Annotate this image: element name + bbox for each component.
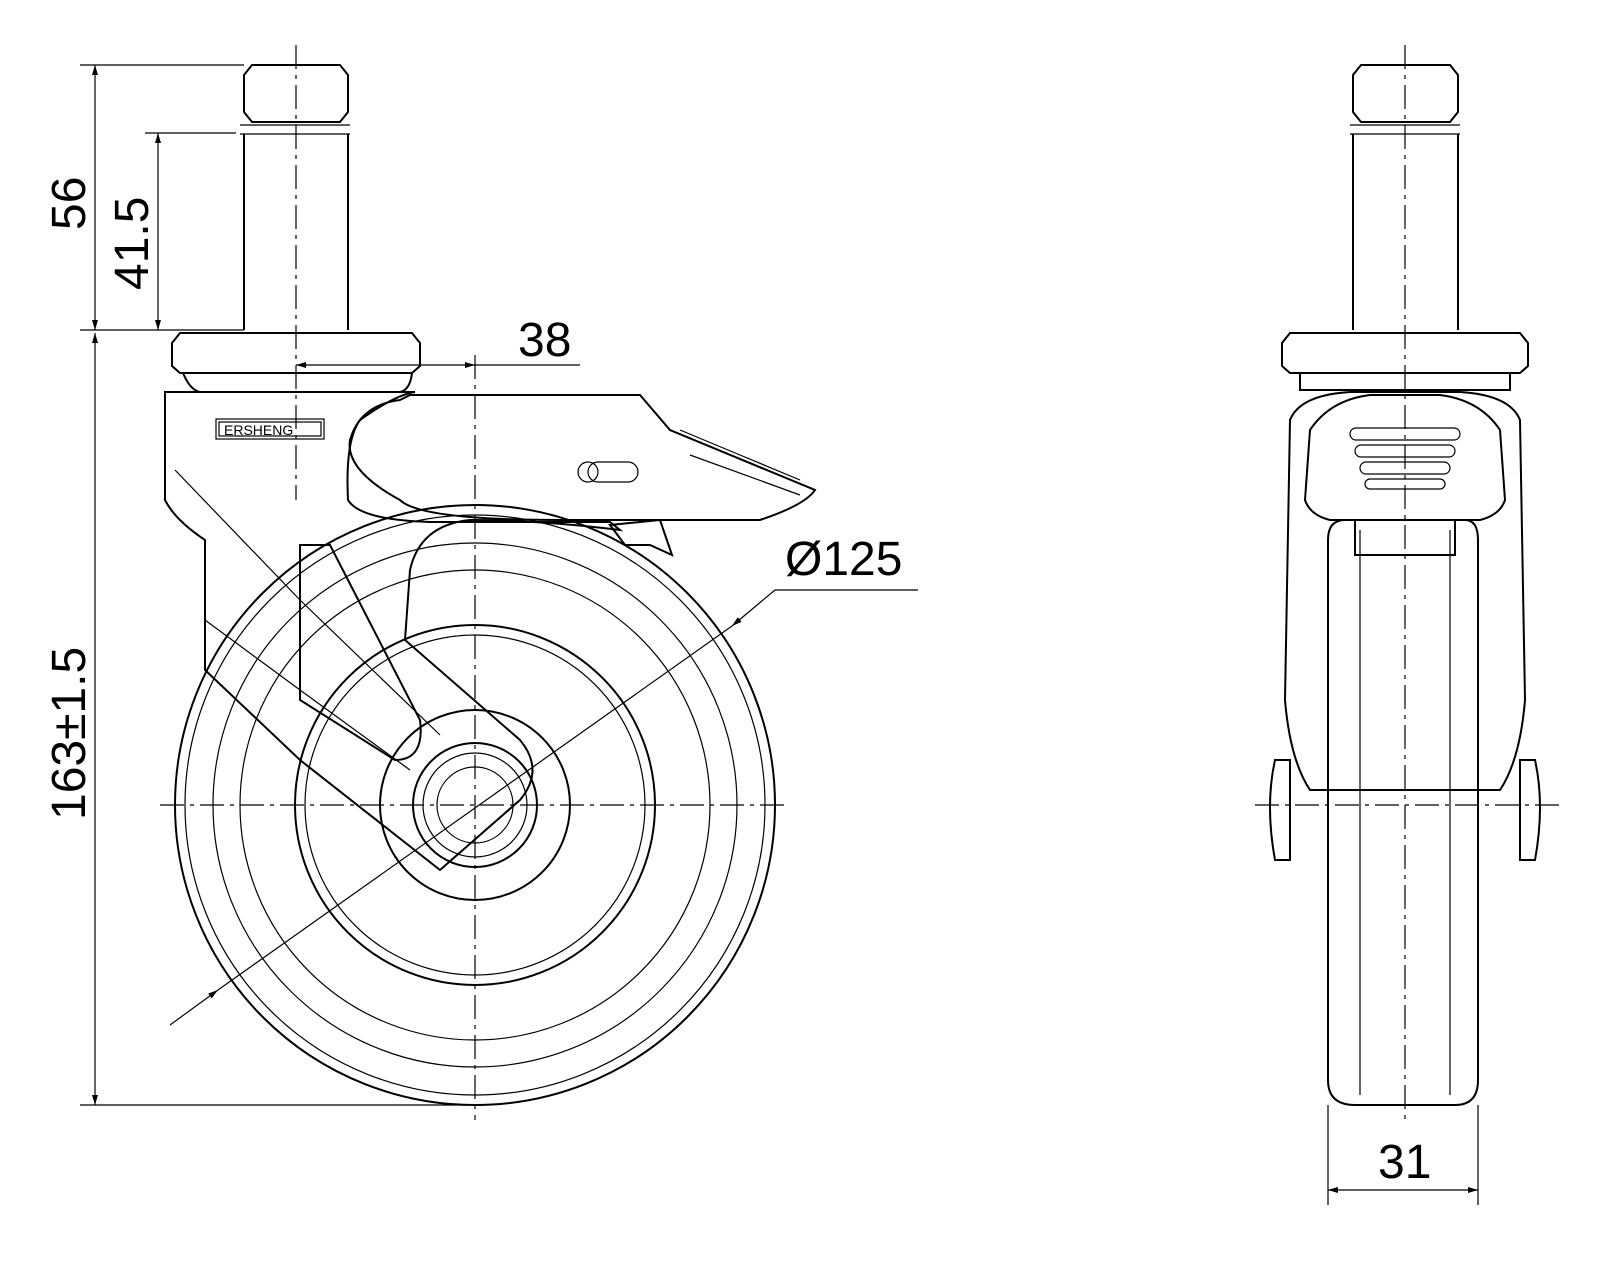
wheel xyxy=(174,504,776,1106)
front-brake-pedal xyxy=(1303,394,1507,521)
front-wheel-tread xyxy=(1359,530,1451,1095)
svg-text:ERSHENG: ERSHENG xyxy=(224,422,293,438)
svg-text:Ø125: Ø125 xyxy=(785,533,902,586)
svg-text:163±1.5: 163±1.5 xyxy=(43,647,96,820)
collar xyxy=(182,372,413,393)
front-wheel xyxy=(1327,519,1479,1106)
fork-slot xyxy=(299,544,422,762)
front-flange xyxy=(1281,332,1529,374)
dimension-wheel-width: 31 xyxy=(1327,1105,1479,1205)
side-view: ERSHENG xyxy=(160,45,817,1120)
front-stem xyxy=(1352,134,1459,330)
dimension-stem-total: 56 xyxy=(43,64,244,331)
front-stem-groove xyxy=(1350,124,1460,135)
front-pedal-grip xyxy=(1349,427,1461,490)
front-axle-caps xyxy=(1269,759,1541,861)
front-brake-block xyxy=(1354,520,1456,556)
dimension-stem-height: 41.5 xyxy=(106,132,236,330)
brake-shoe xyxy=(608,518,674,557)
brake-pedal-grip xyxy=(679,429,801,496)
dimension-overall-height: 163±1.5 xyxy=(43,333,470,1106)
stem-groove xyxy=(240,124,350,135)
brand-logo: ERSHENG xyxy=(215,418,325,440)
pedal-pin xyxy=(577,461,599,483)
front-collar xyxy=(1299,373,1511,391)
svg-text:41.5: 41.5 xyxy=(106,197,159,290)
front-stem-cap xyxy=(1352,64,1459,123)
fork-body xyxy=(164,391,624,872)
svg-text:31: 31 xyxy=(1378,1136,1431,1189)
svg-text:56: 56 xyxy=(43,177,96,230)
stem xyxy=(243,134,349,330)
dimension-wheel-diameter: Ø125 xyxy=(169,533,918,1026)
front-fork xyxy=(1283,391,1527,791)
dimension-offset: 38 xyxy=(296,314,580,368)
svg-text:38: 38 xyxy=(518,314,571,367)
front-view xyxy=(1255,45,1560,1120)
pedal-slot xyxy=(587,461,639,483)
stem-cap xyxy=(243,64,349,123)
brake-pedal xyxy=(348,394,817,521)
